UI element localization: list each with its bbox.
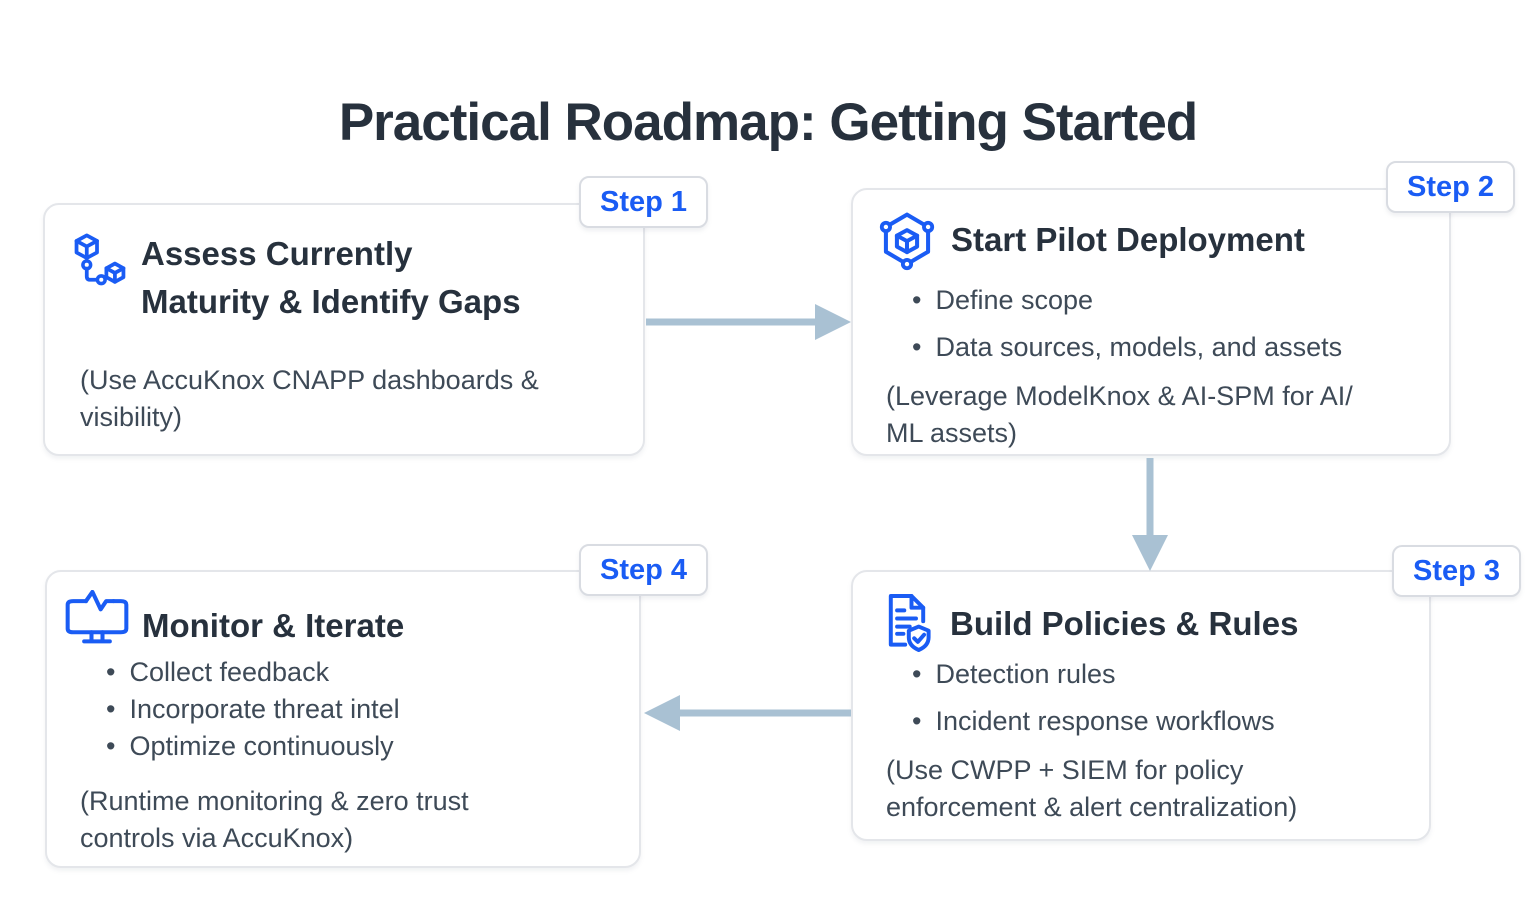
list-item: Data sources, models, and assets <box>912 331 1449 364</box>
arrow-step2-to-step3-icon <box>1128 457 1172 571</box>
step-1-badge: Step 1 <box>579 176 709 228</box>
step-2-bullets: Define scope Data sources, models, and a… <box>853 284 1449 364</box>
step-4-header: Monitor & Iterate <box>47 572 639 650</box>
step-3-header: Build Policies & Rules <box>853 572 1429 654</box>
hexagon-cube-icon <box>877 210 937 276</box>
step-2-badge: Step 2 <box>1386 161 1516 213</box>
step-1-note: (Use AccuKnox CNAPP dashboards & visibil… <box>80 365 539 432</box>
list-item: Incident response workflows <box>912 705 1429 738</box>
arrow-step1-to-step2-icon <box>645 300 851 344</box>
step-3-bullets: Detection rules Incident response workfl… <box>853 658 1429 738</box>
policy-document-shield-icon <box>880 592 934 654</box>
step-2-card: Start Pilot Deployment Define scope Data… <box>851 188 1451 456</box>
arrow-step3-to-step4-icon <box>644 691 851 735</box>
step-1-title: Assess Currently Maturity & Identify Gap… <box>141 235 521 320</box>
page-title: Practical Roadmap: Getting Started <box>338 92 1198 152</box>
step-1-card: Assess Currently Maturity & Identify Gap… <box>43 203 645 456</box>
step-4-card: Monitor & Iterate Collect feedback Incor… <box>45 570 641 868</box>
step-4-note: (Runtime monitoring & zero trust control… <box>80 786 469 853</box>
step-4-badge: Step 4 <box>579 544 709 596</box>
step-3-badge: Step 3 <box>1392 545 1522 597</box>
list-item: Define scope <box>912 284 1449 317</box>
step-2-header: Start Pilot Deployment <box>853 190 1449 276</box>
step-2-title: Start Pilot Deployment <box>951 221 1305 258</box>
monitor-pulse-icon <box>64 590 130 647</box>
step-3-note: (Use CWPP + SIEM for policy enforcement … <box>886 755 1298 822</box>
linked-cubes-icon <box>68 230 126 292</box>
list-item: Detection rules <box>912 658 1429 691</box>
list-item: Incorporate threat intel <box>106 693 639 726</box>
list-item: Optimize continuously <box>106 730 639 763</box>
step-4-bullets: Collect feedback Incorporate threat inte… <box>47 656 639 763</box>
step-3-title: Build Policies & Rules <box>950 605 1299 642</box>
step-4-title: Monitor & Iterate <box>142 607 405 644</box>
step-2-note: (Leverage ModelKnox & AI-SPM for AI/ ML … <box>886 381 1353 448</box>
step-1-header: Assess Currently Maturity & Identify Gap… <box>45 205 643 326</box>
step-3-card: Build Policies & Rules Detection rules I… <box>851 570 1431 841</box>
list-item: Collect feedback <box>106 656 639 689</box>
